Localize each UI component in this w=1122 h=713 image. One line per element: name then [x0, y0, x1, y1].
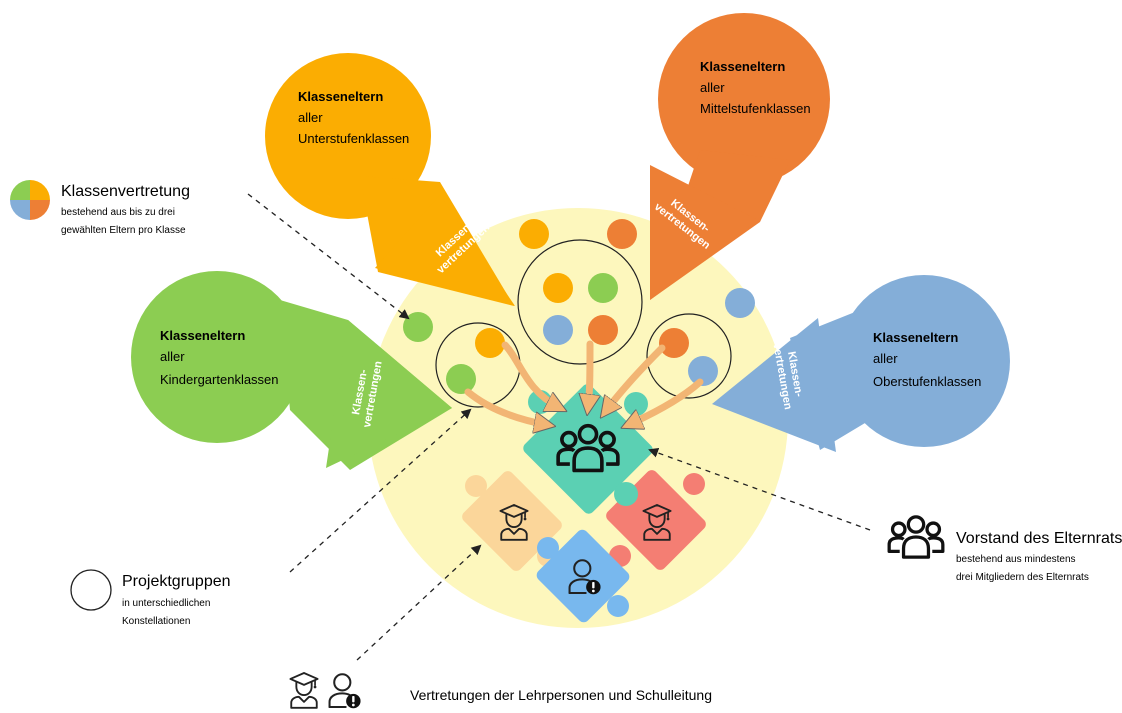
person-alert-icon: [328, 673, 361, 709]
legend-projektgruppen-sub1: in unterschiedlichen: [122, 598, 210, 609]
kindergarten-group: Klasseneltern aller Kindergartenklassen …: [131, 271, 452, 470]
legend-klassenvertretung-sub1: bestehend aus bis zu drei: [61, 207, 175, 218]
kindergarten-title: Klasseneltern: [160, 328, 245, 343]
legend-vorstand-sub1: bestehend aus mindestens: [956, 554, 1076, 565]
rep-dot-blue-right: [725, 288, 755, 318]
legend-projektgruppen-sub2: Konstellationen: [122, 616, 190, 627]
unterstufe-line1: aller: [298, 110, 323, 125]
mittelstufe-line2: Mittelstufenklassen: [700, 101, 811, 116]
legend-vorstand-title: Vorstand des Elternrats: [956, 530, 1122, 547]
oberstufe-title: Klasseneltern: [873, 330, 958, 345]
mittelstufe-title: Klasseneltern: [700, 59, 785, 74]
legend-lehrpersonen-title: Vertretungen der Lehrpersonen und Schull…: [410, 687, 712, 703]
legend-lehrpersonen: Vertretungen der Lehrpersonen und Schull…: [289, 672, 712, 709]
oberstufe-line2: Oberstufenklassen: [873, 374, 981, 389]
unterstufe-title: Klasseneltern: [298, 89, 383, 104]
oberstufe-group: Klasseneltern aller Oberstufenklassen Kl…: [712, 275, 1010, 452]
project-group-left: [435, 322, 521, 408]
rep-dot-dark-orange-top: [607, 219, 637, 249]
rep-dot-green-left: [403, 312, 433, 342]
project-group-top: [517, 239, 643, 365]
legend-vorstand: Vorstand des Elternrats bestehend aus mi…: [887, 515, 1122, 583]
teacher-graduate-icon: [289, 672, 319, 709]
legend-vorstand-sub2: drei Mitgliedern des Elternrats: [956, 572, 1089, 583]
project-group-right: [646, 313, 732, 399]
oberstufe-line1: aller: [873, 351, 898, 366]
mittelstufe-group: Klasseneltern aller Mittelstufenklassen …: [650, 13, 830, 300]
leader-lines: [247, 193, 871, 661]
legend-projektgruppen: Projektgruppen in unterschiedlichen Kons…: [70, 569, 231, 627]
unterstufe-line2: Unterstufenklassen: [298, 131, 409, 146]
legend-klassenvertretung: Klassenvertretung bestehend aus bis zu d…: [10, 180, 190, 236]
legend-klassenvertretung-sub2: gewählten Eltern pro Klasse: [61, 225, 186, 236]
rep-dot-orange-top-left: [519, 219, 549, 249]
curved-arrows: [464, 340, 704, 425]
leitung-puzzle-piece: [536, 529, 630, 623]
kindergarten-line2: Kindergartenklassen: [160, 372, 279, 387]
empty-circle-icon: [70, 569, 112, 611]
group-of-three-people-icon: [887, 515, 945, 559]
unterstufe-group: Klasseneltern aller Unterstufenklassen K…: [265, 53, 515, 306]
legend-projektgruppen-title: Projektgruppen: [122, 573, 231, 590]
mittelstufe-line1: aller: [700, 80, 725, 95]
quarter-colored-circle-icon: [10, 180, 50, 220]
legend-klassenvertretung-title: Klassenvertretung: [61, 183, 190, 200]
kindergarten-line1: aller: [160, 349, 185, 364]
